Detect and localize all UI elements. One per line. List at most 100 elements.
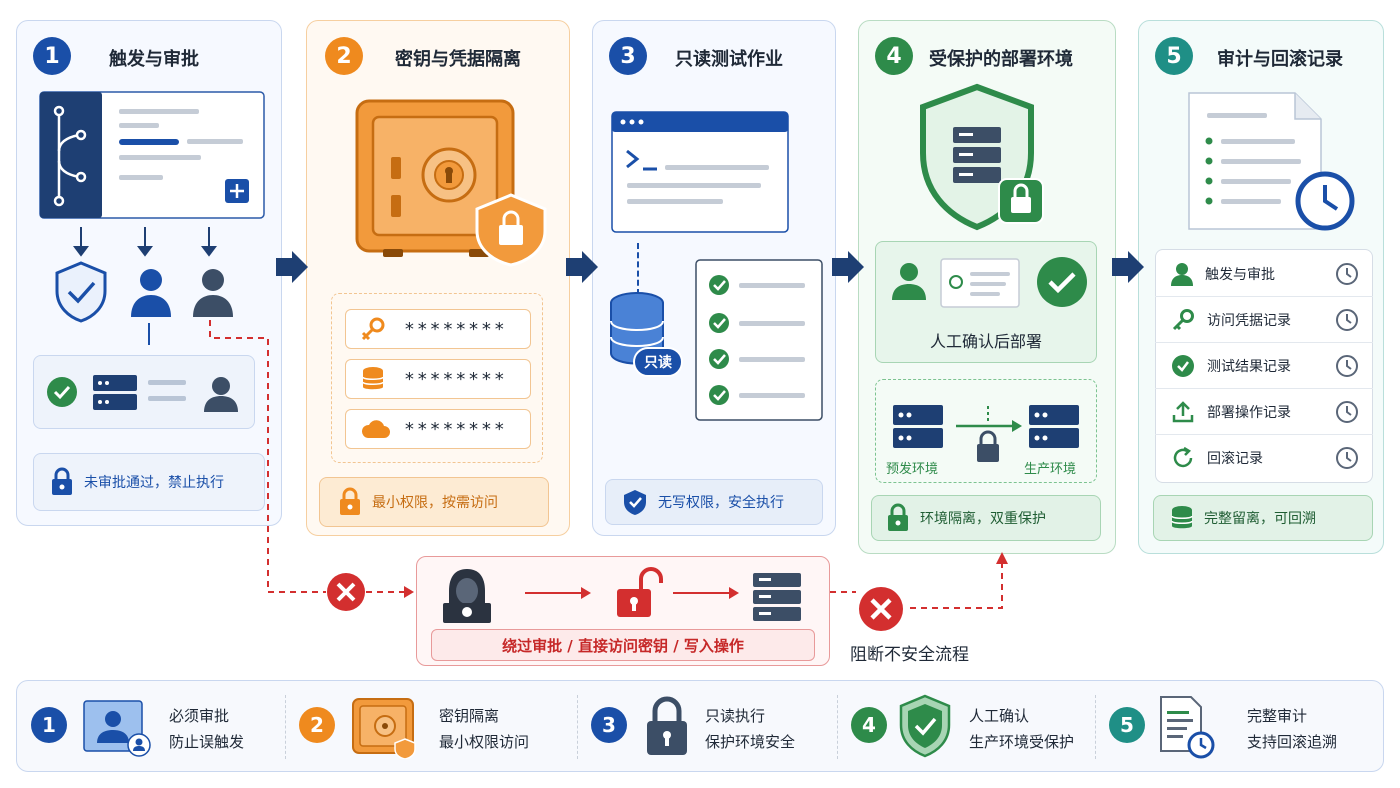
- env-isolation-panel: 预发环境 生产环境: [875, 379, 1097, 483]
- stage-protected-deploy: 4 受保护的部署环境 人工确认后: [858, 20, 1116, 554]
- check-icon: [1172, 354, 1194, 377]
- clock-icon: [1295, 171, 1355, 231]
- step-badge-5: 5: [1155, 37, 1193, 75]
- env-production-label: 生产环境: [1024, 462, 1077, 477]
- x-icon: [859, 587, 903, 631]
- credential-row: ********: [345, 359, 531, 399]
- attack-arrow: [673, 587, 739, 599]
- stage-title: 密钥与凭据隔离: [395, 49, 521, 70]
- lock-icon: [998, 178, 1044, 224]
- pull-request-card: [39, 91, 265, 219]
- hacker-icon: [443, 569, 491, 623]
- credential-row: ********: [345, 409, 531, 449]
- server-icon: [953, 127, 1001, 183]
- stage-title: 触发与审批: [109, 49, 199, 70]
- summary-item: 4 人工确认 生产环境受保护: [841, 681, 1093, 773]
- cloud-icon: [361, 420, 390, 438]
- user-icon: [892, 263, 926, 300]
- stage-note: 完整留离，可回溯: [1153, 495, 1373, 541]
- database-icon: [1171, 506, 1193, 529]
- flow-arrow: [566, 251, 598, 283]
- server-icon: [893, 405, 943, 448]
- server-icon: [753, 573, 801, 621]
- readonly-tag: 只读: [633, 347, 683, 377]
- user-icon: [131, 269, 171, 317]
- step-badge-3: 3: [609, 37, 647, 75]
- stage-note: 最小权限，按需访问: [319, 477, 549, 527]
- safe-icon: [355, 99, 547, 267]
- lock-icon: [647, 696, 687, 755]
- summary-item: 5 完整审计 支持回滚追溯: [1099, 681, 1383, 773]
- stage-readonly-test: 3 只读测试作业 只读 无写权限，安全执行: [592, 20, 836, 536]
- safe-icon: [352, 698, 416, 759]
- summary-item: 2 密钥隔离 最小权限访问: [289, 681, 575, 773]
- key-icon: [1172, 308, 1194, 330]
- summary-item: 1 必须审批 防止误触发: [17, 681, 283, 773]
- attack-arrow: [525, 587, 591, 599]
- stage-title: 审计与回滚记录: [1217, 49, 1343, 70]
- stage-note: 无写权限，安全执行: [605, 479, 823, 525]
- stage-title: 只读测试作业: [675, 49, 783, 70]
- env-staging-label: 预发环境: [886, 462, 939, 477]
- check-icon: [1037, 257, 1087, 307]
- connector-line: [637, 243, 639, 295]
- down-arrows: [73, 227, 217, 257]
- clock-icon: [1336, 262, 1358, 285]
- flow-arrow: [276, 251, 308, 283]
- clock-icon: [1336, 354, 1358, 377]
- audit-document-icon: [1160, 696, 1215, 759]
- stage-title: 受保护的部署环境: [929, 49, 1073, 70]
- credential-row: ********: [345, 309, 531, 349]
- shield-lock-icon: [475, 193, 547, 267]
- threat-path-lines: [209, 320, 1008, 609]
- lock-icon: [52, 467, 72, 495]
- summary-item: 3 只读执行 保护环境安全: [581, 681, 837, 773]
- check-icon: [47, 377, 77, 407]
- summary-bar: 1 必须审批 防止误触发 2 密钥隔离 最小权限访问 3: [16, 680, 1384, 772]
- blocked-label: 阻断不安全流程: [850, 645, 969, 665]
- threat-label: 绕过审批 / 直接访问密钥 / 写入操作: [431, 629, 815, 661]
- credential-vault-list: [331, 293, 543, 463]
- stage-note: 环境隔离，双重保护: [871, 495, 1101, 541]
- upload-icon: [1172, 400, 1194, 422]
- env-transfer-arrow: [956, 406, 1022, 462]
- stage-trigger-approval: 1 触发与审批: [16, 20, 282, 526]
- approval-check-panel: [33, 355, 255, 429]
- key-icon: [361, 317, 385, 341]
- clock-icon: [1336, 400, 1358, 423]
- check-icon: [709, 275, 729, 405]
- connector-line: [148, 323, 150, 345]
- audit-record-row[interactable]: 访问凭据记录: [1155, 297, 1373, 343]
- flow-arrow: [832, 251, 864, 283]
- clock-icon: [1336, 447, 1358, 469]
- git-branch-icon: [53, 105, 87, 207]
- user-profile-icon: [83, 700, 151, 757]
- step-badge-4: 4: [875, 37, 913, 75]
- stage-credential-isolation: 2 密钥与凭据隔离 ******** ********: [306, 20, 570, 536]
- threat-panel: 绕过审批 / 直接访问密钥 / 写入操作: [416, 556, 830, 666]
- audit-record-row[interactable]: 部署操作记录: [1155, 389, 1373, 435]
- document-icon: [940, 258, 1020, 308]
- refresh-icon: [1173, 446, 1193, 468]
- audit-document-icon: [1188, 92, 1355, 231]
- lock-icon: [977, 430, 999, 462]
- unlock-icon: [617, 567, 663, 617]
- server-icon: [1029, 405, 1079, 448]
- terminal-icon: [611, 111, 789, 233]
- flow-arrow: [1112, 251, 1144, 283]
- user-icon: [1171, 262, 1193, 286]
- server-icon: [93, 375, 137, 410]
- stage-audit-rollback: 5 审计与回滚记录 触发与审批 访问凭据记录: [1138, 20, 1384, 554]
- lock-icon: [340, 487, 360, 515]
- shield-server-icon: [920, 83, 1044, 231]
- step-badge-2: 2: [325, 37, 363, 75]
- audit-record-row[interactable]: 测试结果记录: [1155, 343, 1373, 389]
- test-checklist: [695, 259, 823, 421]
- audit-record-row[interactable]: 触发与审批: [1155, 251, 1373, 297]
- shield-check-icon: [624, 490, 646, 515]
- user-icon: [193, 269, 233, 317]
- manual-confirm-panel: 人工确认后部署: [875, 241, 1097, 363]
- stage-note: 未审批通过，禁止执行: [33, 453, 265, 511]
- audit-record-row[interactable]: 回滚记录: [1155, 435, 1373, 481]
- user-icon: [204, 377, 238, 412]
